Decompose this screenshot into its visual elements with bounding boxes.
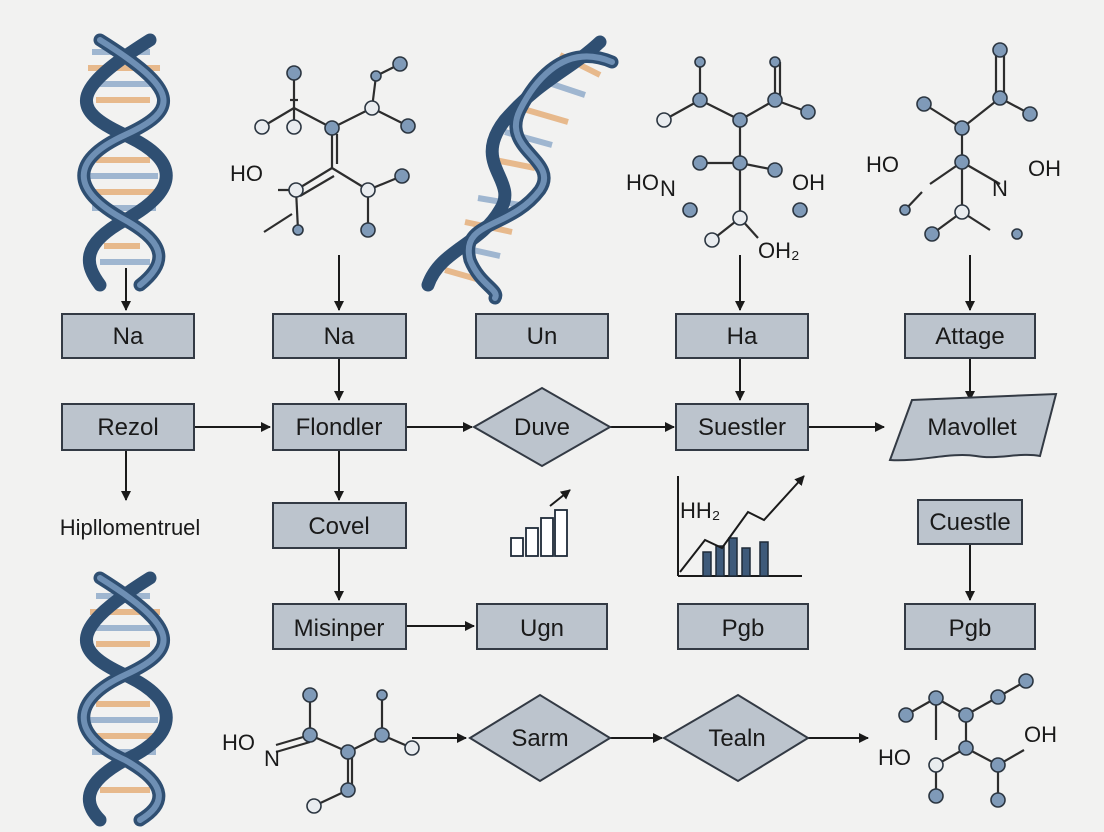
node-suestler: Suestler bbox=[675, 403, 809, 451]
molecule-2-icon: HO N OH OH₂ bbox=[626, 56, 825, 263]
dna-helix-icon-bottom-left bbox=[77, 571, 173, 827]
node-sarm-label: Sarm bbox=[511, 725, 568, 752]
node-cuestle: Cuestle bbox=[917, 499, 1023, 545]
node-sarm: Sarm bbox=[468, 693, 612, 783]
molecule-3-oh-label: OH bbox=[1028, 156, 1061, 181]
node-pgb-1-label: Pgb bbox=[722, 615, 765, 642]
node-cuestle-label: Cuestle bbox=[929, 509, 1010, 536]
molecule-2-oh-label: OH bbox=[792, 170, 825, 195]
dna-helix-icon-top-left bbox=[77, 33, 173, 292]
node-covel-label: Covel bbox=[308, 513, 369, 540]
node-rezol-label: Rezol bbox=[97, 414, 158, 441]
node-ugn: Ugn bbox=[476, 603, 608, 650]
node-ha-label: Ha bbox=[727, 323, 758, 350]
node-duve: Duve bbox=[471, 386, 613, 468]
node-pgb-2-label: Pgb bbox=[949, 615, 992, 642]
molecule-2-n-label: N bbox=[660, 176, 676, 201]
node-attage: Attage bbox=[904, 313, 1036, 359]
node-pgb-2: Pgb bbox=[904, 603, 1036, 650]
node-suestler-label: Suestler bbox=[698, 414, 786, 441]
molecule-1-ho-label: HO bbox=[230, 161, 263, 186]
hiplomentruel-label: Hipllomentruel bbox=[60, 515, 201, 540]
node-na-1-label: Na bbox=[113, 323, 144, 350]
node-flondler-label: Flondler bbox=[296, 414, 383, 441]
connectors bbox=[121, 255, 975, 743]
node-misinper: Misinper bbox=[272, 603, 407, 650]
node-mavollet: Mavollet bbox=[888, 392, 1058, 462]
node-rezol: Rezol bbox=[61, 403, 195, 451]
node-duve-label: Duve bbox=[514, 414, 570, 441]
molecule-2-ho-label: HO bbox=[626, 170, 659, 195]
mini-bar-chart-icon bbox=[510, 489, 571, 557]
node-na-2-label: Na bbox=[324, 323, 355, 350]
node-un: Un bbox=[475, 313, 609, 359]
trend-chart-label: HH₂ bbox=[680, 498, 720, 523]
molecule-5-ho-label: HO bbox=[878, 745, 911, 770]
node-flondler: Flondler bbox=[272, 403, 407, 451]
molecule-5-oh-label: OH bbox=[1024, 722, 1057, 747]
molecule-3-n-label: N bbox=[992, 176, 1008, 201]
node-attage-label: Attage bbox=[935, 323, 1004, 350]
node-mavollet-label: Mavollet bbox=[927, 414, 1017, 441]
molecule-4-n-label: N bbox=[264, 746, 280, 771]
node-tealn: Tealn bbox=[662, 693, 810, 783]
molecule-1-icon: HO bbox=[230, 56, 416, 238]
node-ha: Ha bbox=[675, 313, 809, 359]
molecule-2-oh2-label: OH₂ bbox=[758, 238, 800, 263]
node-tealn-label: Tealn bbox=[708, 725, 765, 752]
molecule-3-ho-label: HO bbox=[866, 152, 899, 177]
molecule-4-icon: HO N bbox=[222, 687, 420, 814]
node-pgb-1: Pgb bbox=[677, 603, 809, 650]
node-ugn-label: Ugn bbox=[520, 615, 564, 642]
node-covel: Covel bbox=[272, 502, 407, 549]
molecule-4-ho-label: HO bbox=[222, 730, 255, 755]
molecule-3-icon: HO N OH bbox=[866, 42, 1061, 242]
trend-chart-icon: HH₂ bbox=[677, 475, 805, 577]
molecule-5-icon: HO OH bbox=[878, 673, 1057, 808]
node-na-2: Na bbox=[272, 313, 407, 359]
dna-helix-icon-center bbox=[421, 35, 619, 305]
node-na-1: Na bbox=[61, 313, 195, 359]
node-misinper-label: Misinper bbox=[294, 615, 385, 642]
node-un-label: Un bbox=[527, 323, 558, 350]
